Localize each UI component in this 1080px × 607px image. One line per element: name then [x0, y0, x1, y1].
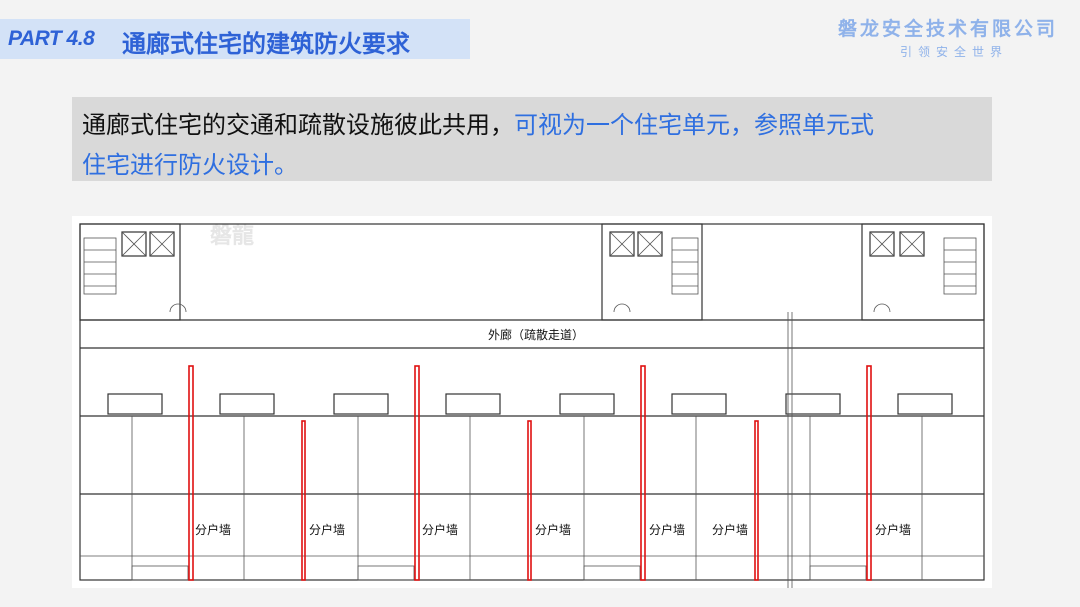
- party-wall-label-1: 分户墙: [195, 522, 231, 537]
- party-wall-label-3: 分户墙: [422, 522, 458, 537]
- statement-highlight-1: 可视为一个住宅单元，参照单元式: [514, 111, 874, 139]
- core-3: [861, 223, 985, 321]
- page-title: 通廊式住宅的建筑防火要求: [122, 30, 410, 58]
- core-1: [79, 223, 187, 321]
- party-wall-label-7: 分户墙: [875, 522, 911, 537]
- party-wall-label-5: 分户墙: [649, 522, 685, 537]
- core-2: [601, 223, 703, 321]
- brand-slogan: 引领安全世界: [899, 45, 1008, 59]
- unit-rooms: [80, 312, 984, 588]
- statement-highlight-2: 住宅进行防火设计。: [82, 151, 298, 179]
- statement-box: 通廊式住宅的交通和疏散设施彼此共用，可视为一个住宅单元，参照单元式 住宅进行防火…: [72, 97, 992, 181]
- brand-name: 磐龙安全技术有限公司: [837, 18, 1058, 40]
- party-wall-label-2: 分户墙: [309, 522, 345, 537]
- building-outline: [79, 223, 985, 581]
- party-walls: [188, 365, 872, 581]
- part-label: PART 4.8: [8, 27, 95, 50]
- header-bar: [0, 19, 470, 59]
- floor-plan: 磐龍: [72, 216, 992, 588]
- statement-text: 通廊式住宅的交通和疏散设施彼此共用，: [82, 111, 514, 139]
- floor-plan-drawing: 磐龍: [79, 223, 985, 588]
- party-wall-label-6: 分户墙: [712, 522, 748, 537]
- corridor-label: 外廊（疏散走道）: [488, 327, 584, 342]
- plan-watermark: 磐龍: [210, 223, 254, 249]
- party-wall-label-4: 分户墙: [535, 522, 571, 537]
